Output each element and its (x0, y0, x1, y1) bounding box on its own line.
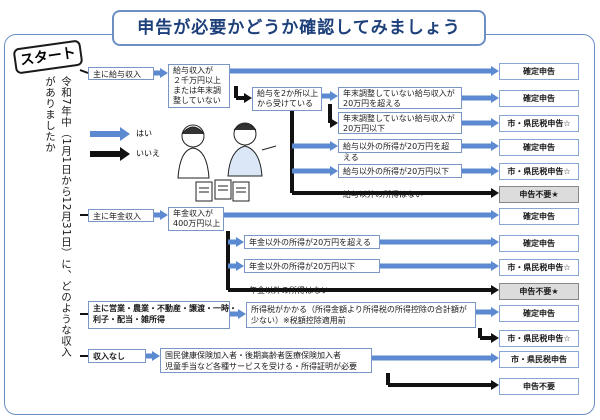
result-13: 市・県民税申告 (499, 351, 579, 368)
arrow-head-8 (244, 93, 252, 103)
pension-income-box: 主に年金収入 (88, 209, 154, 222)
arrow-head-57 (491, 380, 499, 390)
arrow-head-20 (330, 141, 338, 151)
arrow-head-50 (491, 333, 499, 343)
result-2: 確定申告 (499, 90, 579, 107)
result-14: 申告不要 (499, 378, 579, 395)
result-7: 確定申告 (499, 208, 579, 225)
legend-yes: はい (88, 126, 164, 142)
arrow-head-41 (491, 261, 499, 271)
pension-q4-text: 年金以外の所得はない (249, 286, 329, 295)
arrow-head-32 (491, 210, 499, 220)
no-income-q1-box: 国民健康保険加入者・後期高齢者医療保険加入者 児童手当など各種サービスを受ける・… (160, 348, 372, 373)
salary-q6-box: 給与以外の所得が20万円以下 (338, 164, 462, 178)
legend-no: いいえ (88, 146, 164, 162)
result-9: 市・県民税申告☆ (499, 259, 579, 276)
salary-q5-box: 給与以外の所得が20万円を超える (338, 139, 462, 162)
arrow-head-17 (491, 118, 499, 128)
result-4: 確定申告 (499, 139, 579, 156)
no-arrow-icon (90, 147, 130, 161)
result-8: 確定申告 (499, 235, 579, 252)
business-q1-box: 所得税がかかる（所得金額より所得税の所得控除の合計額が 少ない）※税額控除適用前 (246, 302, 476, 328)
arrow-head-54 (491, 353, 499, 363)
salary-q2-box: 給与を2か所以上 から受けている (252, 87, 322, 111)
legend-no-label: いいえ (136, 149, 160, 158)
pension-q1-box: 年金収入が 400万円以上 (168, 207, 224, 231)
result-6: 申告不要★ (499, 186, 579, 203)
page-title: 申告が必要かどうか確認してみましょう (112, 10, 486, 46)
arrow-head-26 (491, 166, 499, 176)
arrow-head-3 (160, 68, 168, 78)
arrow-head-10 (330, 91, 338, 101)
arrow-head-15 (330, 118, 338, 128)
arrow-head-39 (236, 261, 244, 271)
arrow-head-24 (330, 166, 338, 176)
arrow-head-37 (491, 237, 499, 247)
legend: はい いいえ (88, 126, 164, 166)
result-5: 市・県民税申告☆ (499, 163, 579, 180)
no-income-box: 収入なし (88, 349, 146, 363)
arrow-head-35 (236, 237, 244, 247)
arrow-head-52 (152, 351, 160, 361)
salary-q7-text: 給与以外の所得はない (343, 190, 423, 199)
result-10: 申告不要★ (499, 283, 579, 300)
period-question: 令和7年中（1月1日から12月31日）に、どのような収入がありましたか (44, 76, 72, 358)
arrow-head-30 (160, 210, 168, 220)
result-3: 市・県民税申告☆ (499, 115, 579, 132)
salary-income-box: 主に給与収入 (88, 67, 154, 80)
arrow-head-5 (491, 66, 499, 76)
salary-q1-box: 給与収入が ２千万円以上 または年末調 整していない (168, 64, 230, 108)
arrow-head-28 (491, 188, 499, 198)
arrow-head-43 (491, 285, 499, 295)
arrow-head-12 (491, 93, 499, 103)
result-11: 確定申告 (499, 305, 579, 322)
legend-yes-label: はい (136, 129, 152, 138)
salary-q4-box: 年末調整していない給与収入が 20万円以下 (338, 112, 462, 134)
arrow-head-45 (238, 309, 246, 319)
result-1: 確定申告 (499, 63, 579, 80)
result-12: 市・県民税申告☆ (499, 330, 579, 347)
arrow-head-22 (491, 141, 499, 151)
pension-q2-box: 年金以外の所得が20万円を超える (244, 235, 380, 249)
yes-arrow-icon (90, 127, 130, 141)
flow-line-1 (79, 69, 89, 74)
salary-q3-box: 年末調整していない給与収入が 20万円を超える (338, 87, 462, 109)
pension-q3-box: 年金以外の所得が20万円以下 (244, 259, 380, 273)
arrow-head-47 (491, 307, 499, 317)
business-income-box: 主に営業・農業・不動産・譲渡・一時・ 利子・配当・雑所得 (88, 301, 237, 329)
